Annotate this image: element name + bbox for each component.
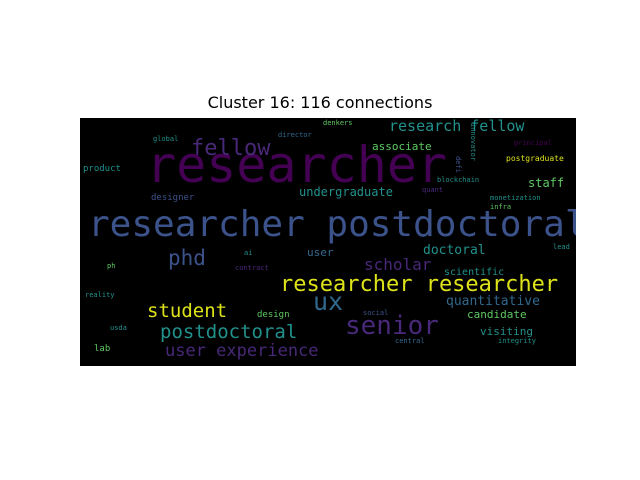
word-blockchain: blockchain <box>437 176 480 184</box>
word-scholar: scholar <box>364 255 432 274</box>
word-defi: defi <box>454 156 462 173</box>
word-scientific: scientific <box>444 267 505 278</box>
word-director: director <box>278 131 312 139</box>
word-undergraduate: undergraduate <box>299 185 393 199</box>
word-infra: infra <box>490 203 512 211</box>
word-contract: contract <box>235 264 269 272</box>
word-denkers: denkers <box>323 119 353 127</box>
word-lead: lead <box>553 243 570 251</box>
word-design: design <box>257 310 290 320</box>
word-ux: ux <box>313 287 344 316</box>
word-researcher: researcher <box>146 136 448 194</box>
word-phd: phd <box>168 246 206 270</box>
word-researcher-researcher: researcher researcher <box>280 272 559 297</box>
word-monetization: monetization <box>490 194 541 202</box>
word-integrity: integrity <box>498 337 536 345</box>
word-central: central <box>395 337 425 345</box>
word-lab: lab <box>94 344 111 354</box>
word-user: user <box>307 246 334 259</box>
word-reality: reality <box>85 291 115 299</box>
word-product: product <box>83 164 121 174</box>
word-designer: designer <box>151 193 195 203</box>
word-global: global <box>153 135 179 143</box>
chart-title: Cluster 16: 116 connections <box>207 93 433 112</box>
word-cloud: researcher researcher postdoctoral fello… <box>80 118 576 366</box>
word-ai: ai <box>244 249 253 257</box>
word-doctoral: doctoral <box>423 243 486 258</box>
word-innovator: innovator <box>469 123 477 161</box>
word-ph: ph <box>107 262 116 270</box>
word-principal: principal <box>514 139 552 147</box>
word-quantitative: quantitative <box>446 294 540 309</box>
word-senior: senior <box>345 311 439 341</box>
word-student: student <box>147 300 228 322</box>
word-candidate: candidate <box>467 308 527 321</box>
word-usda: usda <box>110 324 127 332</box>
word-researcher-postdoctoral: researcher postdoctoral <box>88 204 576 245</box>
word-fellow: fellow <box>191 136 271 161</box>
word-research-fellow: research fellow <box>389 118 525 135</box>
word-user-experience: user experience <box>165 341 319 361</box>
word-postgraduate: postgraduate <box>506 154 564 163</box>
word-staff: staff <box>528 176 565 190</box>
word-social: social <box>363 309 389 317</box>
word-quant: quant <box>422 186 444 194</box>
word-postdoctoral: postdoctoral <box>160 321 298 343</box>
word-associate: associate <box>372 140 432 153</box>
word-visiting: visiting <box>480 325 533 338</box>
